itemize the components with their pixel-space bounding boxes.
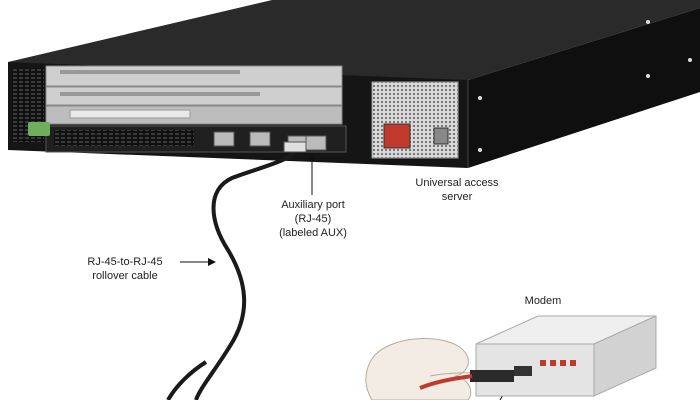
aux-arrow-head <box>308 152 316 160</box>
label-line: rollover cable <box>92 270 158 282</box>
access-server <box>8 0 700 168</box>
label-line: Auxiliary port <box>281 199 345 211</box>
label-line: Universal access <box>415 177 499 189</box>
label-line: server <box>441 191 473 203</box>
label-rollover-cable: RJ-45-to-RJ-45 rollover cable <box>70 255 180 283</box>
rollover-cable <box>166 141 307 400</box>
modem-led <box>550 360 556 366</box>
power-switch <box>383 123 411 149</box>
hand <box>365 338 514 400</box>
label-arrows <box>180 152 507 400</box>
label-auxiliary-port: Auxiliary port (RJ-45) (labeled AUX) <box>258 198 368 240</box>
server-module <box>45 65 343 87</box>
label-universal-access-server: Universal access server <box>402 176 512 204</box>
status-led <box>28 122 50 136</box>
cable-arrow-head <box>208 258 216 266</box>
modem-led <box>540 360 546 366</box>
console-port-connector <box>305 135 327 151</box>
modem-led <box>570 360 576 366</box>
modem <box>475 315 657 397</box>
label-line: (labeled AUX) <box>279 227 347 239</box>
label-line: (RJ-45) <box>294 213 332 225</box>
server-top-panel <box>8 0 700 80</box>
label-line: RJ-45-to-RJ-45 <box>87 256 163 268</box>
modem-led <box>560 360 566 366</box>
modem-side <box>593 315 657 397</box>
modem-port <box>514 366 532 376</box>
label-modem: Modem <box>508 294 578 308</box>
label-line: Modem <box>524 295 562 307</box>
server-side-panel <box>468 8 700 168</box>
server-port <box>213 131 235 147</box>
server-port <box>249 131 271 147</box>
rj45-plug <box>283 141 307 153</box>
modem-plug <box>470 370 514 382</box>
